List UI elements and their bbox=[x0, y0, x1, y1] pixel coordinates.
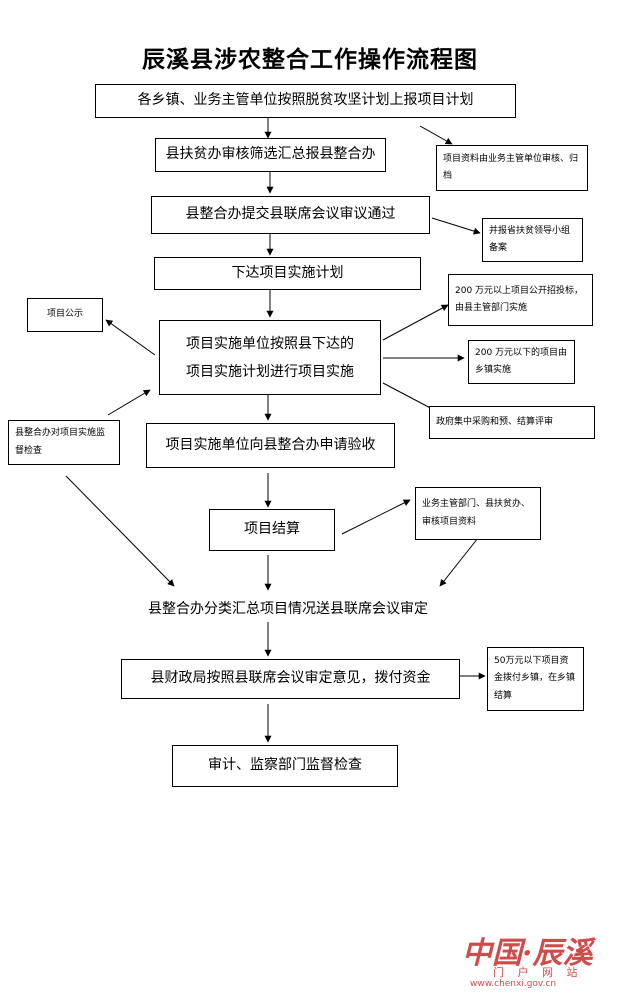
watermark-subtitle: 门 户 网 站 bbox=[493, 966, 583, 979]
watermark-url: www.chenxi.gov.cn bbox=[470, 979, 557, 989]
arrow-n7-to-s8 bbox=[65, 475, 175, 587]
step-settlement: 项目结算 bbox=[209, 509, 335, 551]
note-archive: 项目资料由业务主管单位审核、归档 bbox=[436, 145, 588, 191]
note-integration-supervision: 县整合办对项目实施监督检查 bbox=[8, 420, 120, 465]
step-issue-plan: 下达项目实施计划 bbox=[154, 257, 421, 290]
arrow-n7-to-s5 bbox=[107, 389, 151, 416]
note-province-filing: 并报省扶贫领导小组备案 bbox=[482, 218, 583, 262]
step-summarize-to-meeting-text: 县整合办分类汇总项目情况送县联席会议审定 bbox=[148, 601, 428, 617]
note-review-materials: 业务主管部门、县扶贫办、审核项目资料 bbox=[415, 487, 541, 540]
step-summarize-to-meeting: 县整合办分类汇总项目情况送县联席会议审定 bbox=[148, 598, 428, 618]
note-over-200: 200 万元以上项目公开招投标，由县主管部门实施 bbox=[448, 274, 593, 326]
note-under-50: 50万元以下项目资金拨付乡镇，在乡镇结算 bbox=[487, 647, 584, 711]
step-poverty-office-review: 县扶贫办审核筛选汇总报县整合办 bbox=[155, 138, 386, 172]
note-archive-text: 项目资料由业务主管单位审核、归档 bbox=[443, 153, 579, 181]
note-procurement: 政府集中采购和预、结算评审 bbox=[429, 406, 595, 439]
step-submit-joint-meeting-text: 县整合办提交县联席会议审议通过 bbox=[185, 206, 396, 223]
arrow-to-n3 bbox=[105, 319, 156, 356]
note-over-200-text: 200 万元以上项目公开招投标，由县主管部门实施 bbox=[455, 285, 584, 313]
note-under-200-text: 200 万元以下的项目由乡镇实施 bbox=[475, 347, 568, 375]
step-report-plan-text: 各乡镇、业务主管单位按照脱贫攻坚计划上报项目计划 bbox=[137, 92, 474, 109]
page-title: 辰溪县涉农整合工作操作流程图 bbox=[142, 47, 478, 73]
step-apply-acceptance: 项目实施单位向县整合办申请验收 bbox=[146, 423, 395, 468]
watermark-logo: 中国·辰溪 bbox=[462, 936, 593, 971]
arrow-n8-to-s8 bbox=[439, 537, 479, 587]
arrow-to-n6 bbox=[382, 382, 439, 413]
note-procurement-text: 政府集中采购和预、结算评审 bbox=[436, 416, 554, 427]
note-review-materials-text: 业务主管部门、县扶贫办、审核项目资料 bbox=[422, 499, 531, 527]
step-audit-supervision-text: 审计、监察部门监督检查 bbox=[208, 757, 362, 774]
step-submit-joint-meeting: 县整合办提交县联席会议审议通过 bbox=[151, 196, 430, 234]
step-implement-line1: 项目实施单位按照县下达的 bbox=[186, 335, 354, 352]
note-under-200: 200 万元以下的项目由乡镇实施 bbox=[468, 340, 575, 384]
step-settlement-text: 项目结算 bbox=[244, 521, 300, 538]
note-integration-supervision-text: 县整合办对项目实施监督检查 bbox=[15, 428, 106, 456]
step-finance-allocate: 县财政局按照县联席会议审定意见，拨付资金 bbox=[121, 659, 460, 699]
step-issue-plan-text: 下达项目实施计划 bbox=[231, 264, 344, 281]
step-apply-acceptance-text: 项目实施单位向县整合办申请验收 bbox=[165, 436, 376, 453]
note-province-filing-text: 并报省扶贫领导小组备案 bbox=[489, 225, 571, 253]
step-finance-allocate-text: 县财政局按照县联席会议审定意见，拨付资金 bbox=[150, 670, 431, 687]
step-report-plan: 各乡镇、业务主管单位按照脱贫攻坚计划上报项目计划 bbox=[95, 84, 516, 118]
step-poverty-office-review-text: 县扶贫办审核筛选汇总报县整合办 bbox=[165, 146, 376, 163]
step-implement-project: 项目实施单位按照县下达的 项目实施计划进行项目实施 bbox=[159, 320, 381, 395]
step-audit-supervision: 审计、监察部门监督检查 bbox=[172, 745, 398, 787]
arrow-to-n1 bbox=[419, 125, 453, 145]
arrow-s7-to-n8 bbox=[341, 499, 411, 535]
arrow-to-n2 bbox=[431, 217, 481, 235]
step-implement-line2: 项目实施计划进行项目实施 bbox=[186, 363, 354, 380]
note-under-50-text: 50万元以下项目资金拨付乡镇，在乡镇结算 bbox=[494, 656, 576, 701]
note-publicity-text: 项目公示 bbox=[46, 309, 83, 320]
arrow-to-n4 bbox=[382, 304, 449, 341]
note-publicity: 项目公示 bbox=[27, 298, 103, 332]
